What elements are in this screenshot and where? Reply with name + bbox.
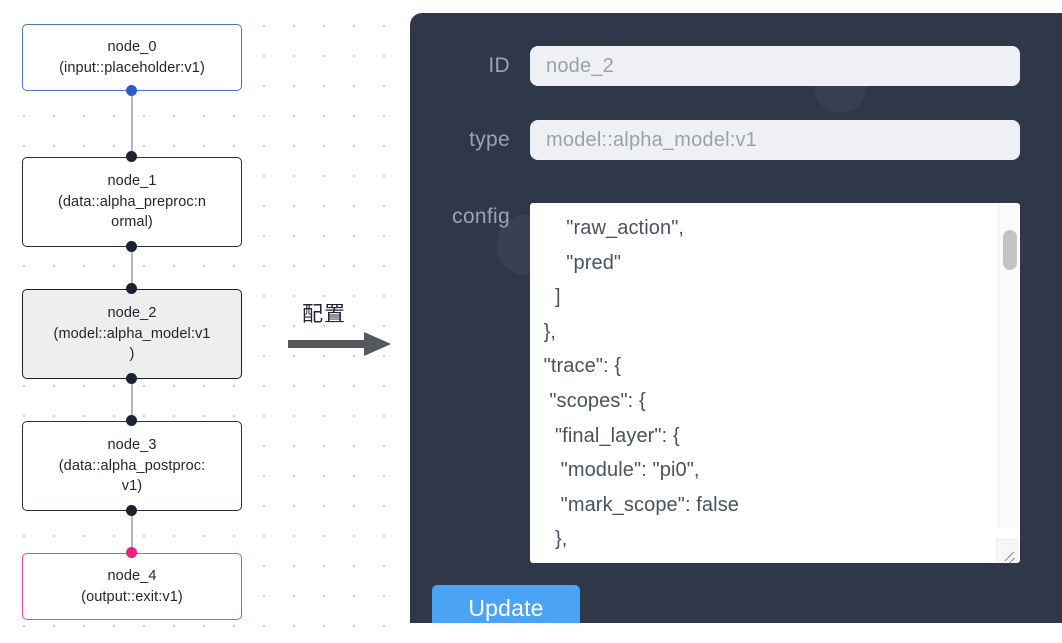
flow-arrow-annotation: 配置: [288, 298, 396, 358]
update-button[interactable]: Update: [432, 585, 580, 623]
node-handle-node_1-target[interactable]: [126, 151, 137, 162]
graph-node-node_3[interactable]: node_3 (data::alpha_postproc: v1): [22, 421, 242, 511]
edge-node2-node3: [130, 378, 133, 420]
node-config-panel: ID type config "raw_action", "pred" ] },…: [410, 13, 1062, 623]
field-row-id: ID: [410, 46, 1062, 86]
node-handle-node_1-source[interactable]: [126, 241, 137, 252]
graph-node-label: node_3 (data::alpha_postproc: v1): [58, 437, 206, 495]
graph-node-node_2[interactable]: node_2 (model::alpha_model:v1 ): [22, 289, 242, 379]
config-textarea-wrapper: "raw_action", "pred" ] }, "trace": { "sc…: [530, 203, 1020, 563]
id-field-label: ID: [488, 54, 510, 77]
node-handle-node_4-target[interactable]: [126, 547, 137, 558]
graph-node-label: node_4 (output::exit:v1): [81, 567, 183, 605]
config-textarea[interactable]: "raw_action", "pred" ] }, "trace": { "sc…: [530, 203, 1020, 563]
type-input[interactable]: [530, 120, 1020, 160]
resize-handle-icon[interactable]: [996, 539, 1019, 562]
node-handle-node_3-target[interactable]: [126, 415, 137, 426]
config-scrollbar[interactable]: [998, 204, 1019, 528]
graph-node-label: node_1 (data::alpha_preproc:n ormal): [57, 173, 207, 231]
graph-node-node_4[interactable]: node_4 (output::exit:v1): [22, 553, 242, 620]
node-handle-node_2-target[interactable]: [126, 283, 137, 294]
edge-node3-node4: [130, 510, 133, 552]
id-input[interactable]: [530, 46, 1020, 86]
graph-node-label: node_0 (input::placeholder:v1): [59, 38, 205, 76]
flow-arrow-label: 配置: [302, 302, 346, 326]
graph-canvas[interactable]: node_0 (input::placeholder:v1) node_1 (d…: [0, 0, 400, 643]
node-handle-node_2-source[interactable]: [126, 373, 137, 384]
edge-node0-node1: [130, 90, 133, 156]
node-handle-node_0-source[interactable]: [126, 85, 137, 96]
field-row-config: config "raw_action", "pred" ] }, "trace"…: [410, 203, 1062, 563]
graph-node-node_0[interactable]: node_0 (input::placeholder:v1): [22, 24, 242, 91]
arrow-right-icon: [288, 332, 391, 356]
field-row-type: type: [410, 120, 1062, 160]
config-scrollbar-thumb[interactable]: [1003, 230, 1017, 270]
node-handle-node_3-source[interactable]: [126, 505, 137, 516]
type-field-label: type: [469, 128, 510, 151]
graph-node-label: node_2 (model::alpha_model:v1 ): [53, 305, 211, 363]
edge-node1-node2: [130, 246, 133, 288]
graph-node-node_1[interactable]: node_1 (data::alpha_preproc:n ormal): [22, 157, 242, 247]
config-field-label: config: [452, 205, 510, 228]
